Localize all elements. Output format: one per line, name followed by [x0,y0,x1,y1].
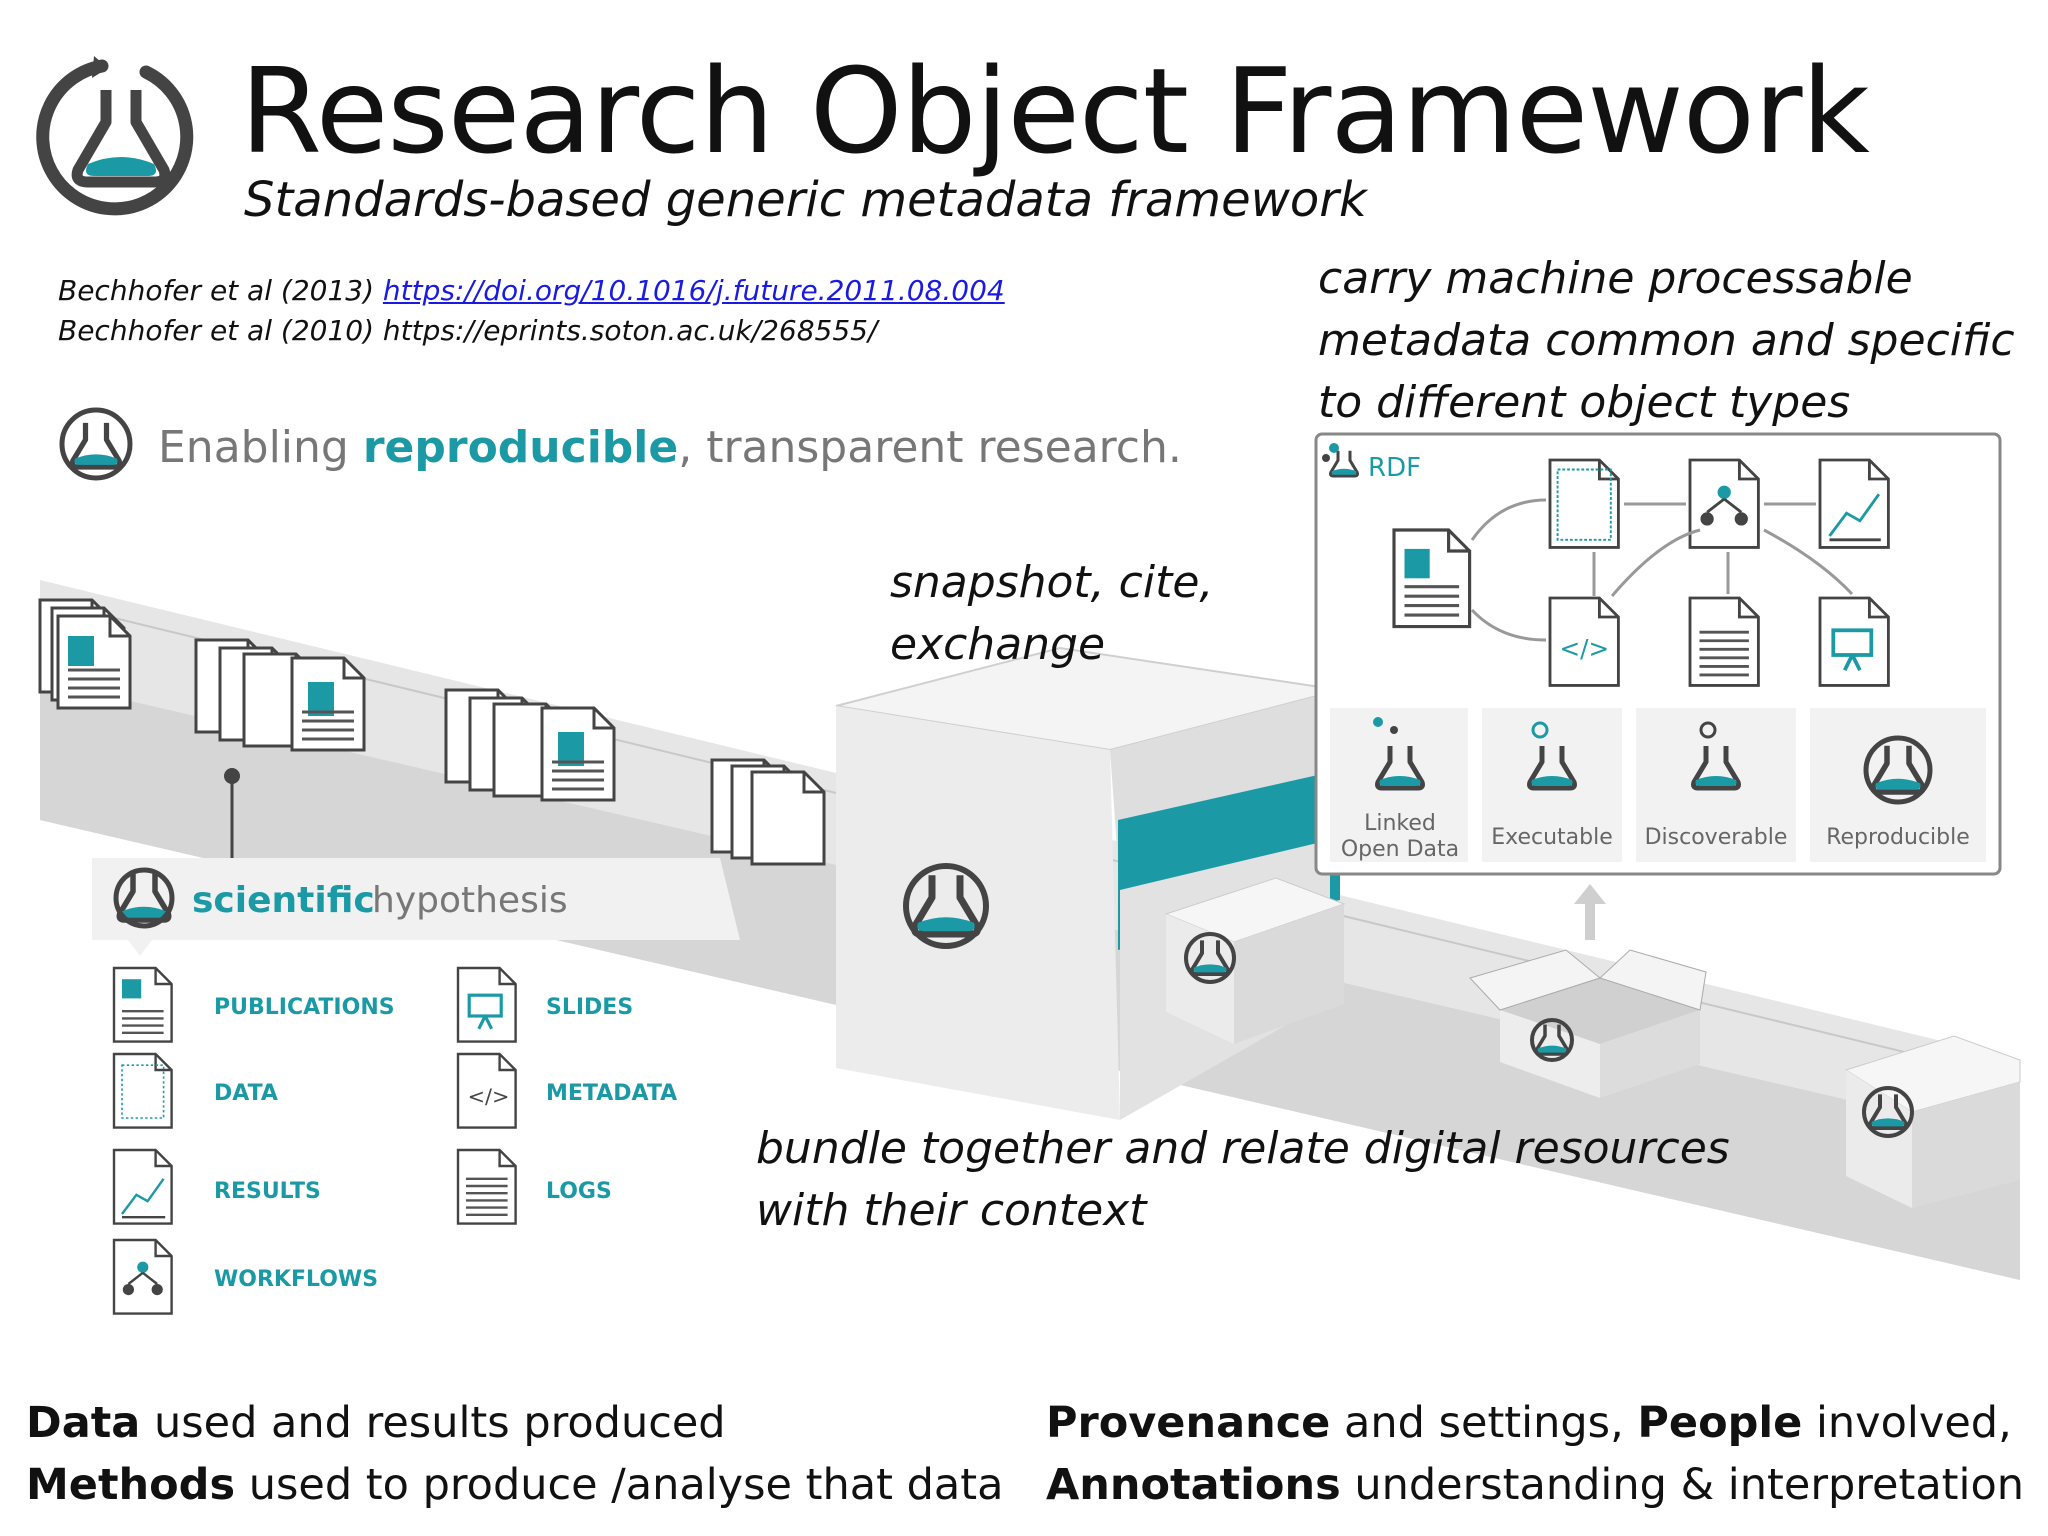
property-open-data: Open Data [1341,837,1459,862]
document-stack-4 [710,758,826,866]
hypothesis-card: scientific hypothesis [92,858,740,956]
bottom-right: Provenance and settings, People involved… [1046,1398,2025,1510]
resource-results: RESULTS [214,1179,321,1204]
document-stack-3 [444,688,616,802]
banner-part2: , transparent research. [678,422,1182,473]
annotation-bundle: bundle together and relate digital resou… [756,1123,1730,1236]
resource-publications: PUBLICATIONS [214,995,395,1020]
reference-2010: Bechhofer et al (2010) https://eprints.s… [58,314,878,347]
box-open [1469,949,1707,1098]
reference-2010-link[interactable]: https://eprints.soton.ac.uk/268555/ [382,314,878,347]
annotation-carry: carry machine processable metadata commo… [1318,253,2015,428]
resource-metadata: METADATA [546,1081,677,1106]
metadata-code-glyph: </> [468,1085,510,1109]
rdf-label: RDF [1368,453,1421,483]
slide-subtitle: Standards-based generic metadata framewo… [244,172,1367,228]
rdf-code-glyph: </> [1560,634,1610,663]
arrow-up [1574,884,1606,940]
bottom-left: Data used and results produced Methods u… [26,1398,1004,1510]
box-exiting [1164,877,1346,1044]
document-stack-2 [194,638,366,752]
property-executable: Executable [1491,825,1613,850]
document-stack-1 [38,598,132,710]
property-linked: Linked [1364,811,1436,836]
reference-2013: Bechhofer et al (2013) https://doi.org/1… [58,274,1005,307]
banner: Enabling reproducible, transparent resea… [59,407,1182,481]
property-reproducible: Reproducible [1826,825,1970,850]
resource-list: PUBLICATIONS SLIDES DATA </> METADATA RE… [112,966,677,1315]
banner-part1: Enabling [158,422,363,473]
resource-data: DATA [214,1081,278,1106]
research-object-logo-icon [36,56,194,216]
property-discoverable: Discoverable [1645,825,1788,850]
hypothesis-light: hypothesis [372,880,568,921]
hypothesis-bold: scientific [192,880,375,921]
annotation-snapshot: snapshot, cite, exchange [890,557,1214,670]
slide-title: Research Object Framework [240,42,1870,180]
banner-highlight: reproducible [363,422,678,473]
svg-text:Enabling reproducible, transpa: Enabling reproducible, transparent resea… [158,422,1182,473]
resource-workflows: WORKFLOWS [214,1267,378,1292]
box-sealed [1844,1035,2021,1208]
resource-logs: LOGS [546,1179,612,1204]
resource-slides: SLIDES [546,995,633,1020]
reference-2013-link[interactable]: https://doi.org/10.1016/j.future.2011.08… [382,274,1005,307]
rdf-panel: RDF </> [1314,432,2002,876]
